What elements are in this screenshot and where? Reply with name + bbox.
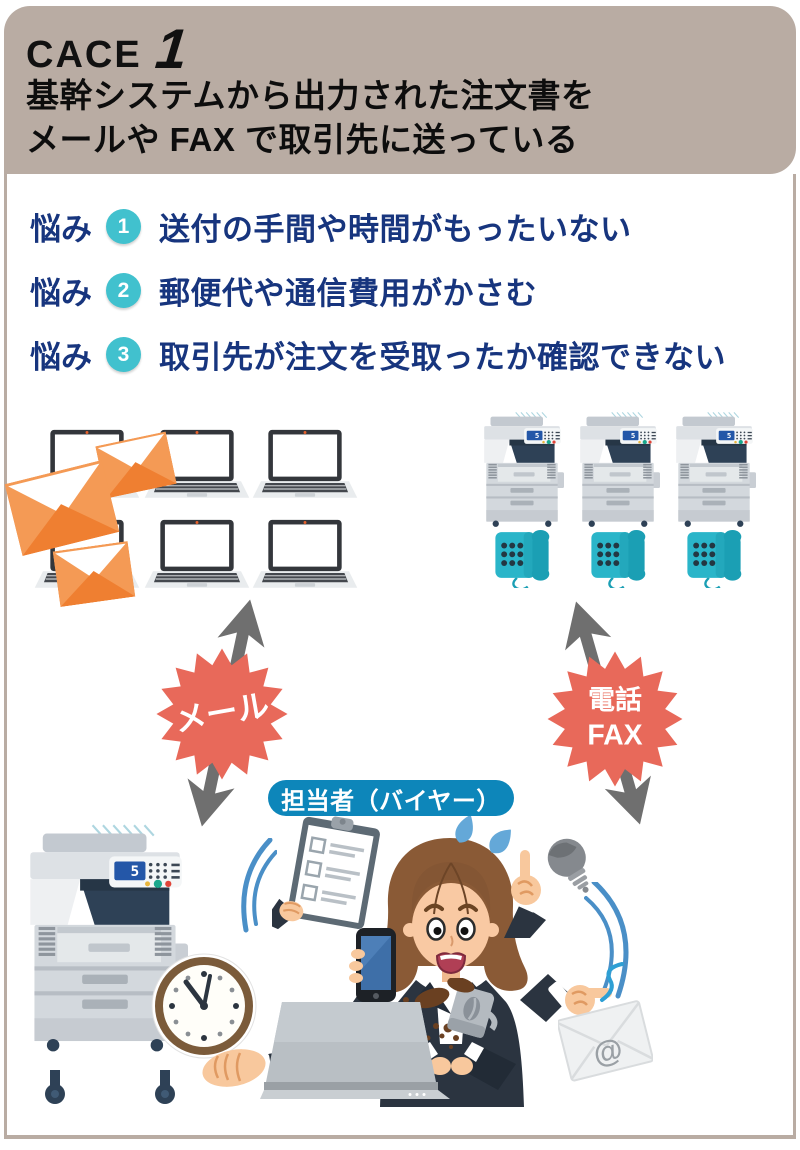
worry-text: 取引先が注文を受取ったか確認できない — [159, 340, 726, 375]
phone-fax-badge: 電話 FAX — [547, 651, 683, 787]
case-label: CACE — [26, 34, 142, 76]
office-copier-icon — [29, 822, 188, 1104]
worry-label: 悩み — [30, 340, 92, 375]
pointing-up-hand-icon — [504, 850, 546, 938]
person-banner: 担当者（バイヤー） — [268, 780, 514, 816]
worry-text: 送付の手間や時間がもったいない — [159, 212, 632, 247]
coffee-cup-icon — [403, 978, 498, 1041]
sweat-drops-icon — [455, 814, 511, 854]
email-envelope-at-icon: @ — [558, 1000, 653, 1082]
phone-badge-line2: FAX — [587, 720, 642, 752]
desk-laptop-icon — [260, 1002, 450, 1099]
phone-badge-line1: 電話 — [588, 684, 642, 715]
worries-list: 悩み 1 送付の手間や時間がもったいない 悩み 2 郵便代や通信費用がかさむ 悩… — [30, 204, 726, 396]
mail-envelope-icon — [52, 541, 136, 607]
case-title-line1: 基幹システムから出力された注文書を — [26, 77, 595, 114]
fax-machines-group-icon — [483, 410, 756, 588]
worry-number-badge: 3 — [106, 337, 141, 372]
case-title-line2: メールや FAX で取引先に送っている — [26, 121, 579, 158]
worry-label: 悩み — [30, 212, 92, 247]
mail-badge: メール — [156, 648, 288, 780]
worry-item-1: 悩み 1 送付の手間や時間がもったいない — [30, 204, 726, 249]
lightbulb-icon — [547, 838, 589, 893]
case-header: CACE 1 基幹システムから出力された注文書を メールや FAX で取引先に送… — [4, 6, 796, 174]
worry-text: 郵便代や通信費用がかさむ — [159, 276, 537, 311]
person-banner-label: 担当者（バイヤー） — [281, 787, 501, 815]
smartphone-in-hand-icon — [346, 928, 396, 1012]
motion-arc-icon — [241, 838, 277, 933]
worry-label: 悩み — [30, 276, 92, 311]
case-number: 1 — [152, 16, 191, 80]
squiggle-icon — [600, 962, 624, 1002]
worry-item-2: 悩み 2 郵便代や通信費用がかさむ — [30, 268, 726, 313]
worry-item-3: 悩み 3 取引先が注文を受取ったか確認できない — [30, 332, 726, 377]
case-line: CACE 1 — [26, 16, 796, 80]
worry-number-badge: 2 — [106, 273, 141, 308]
clipboard-icon — [272, 816, 380, 930]
pointing-right-hand-icon — [520, 962, 624, 1022]
worry-number-badge: 1 — [106, 209, 141, 244]
